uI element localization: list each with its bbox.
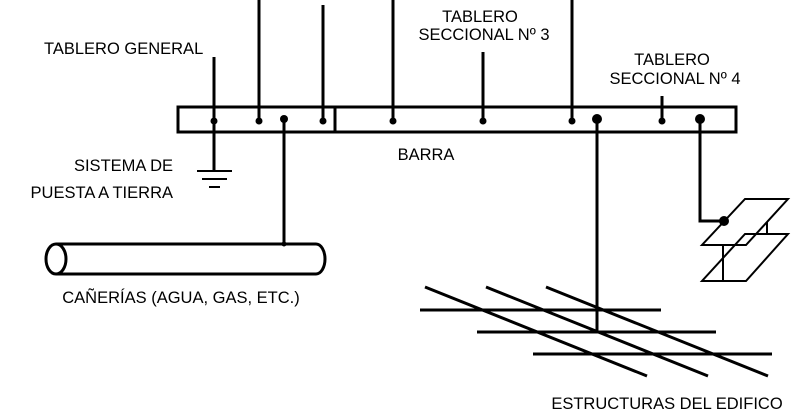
feeder-node-3 (389, 117, 397, 125)
label-tablero-4-line1: TABLERO (634, 51, 710, 69)
label-tablero-3-line1: TABLERO (442, 8, 518, 26)
label-canerias: CAÑERÍAS (AGUA, GAS, ETC.) (62, 287, 299, 307)
label-tablero-3-line2: SECCIONAL Nº 3 (418, 26, 549, 44)
label-barra: BARRA (398, 146, 455, 164)
ground-icon (197, 170, 232, 188)
feeder-node-1 (255, 117, 263, 125)
label-tierra-line1: SISTEMA DE (74, 157, 173, 175)
feeder-node-2 (319, 117, 327, 125)
label-tablero-4-line2: SECCIONAL Nº 4 (609, 70, 740, 88)
steel-beam-icon (699, 198, 791, 282)
tablero-3-node (479, 117, 487, 125)
rebar-grid-icon (420, 285, 772, 378)
tablero-4-node (658, 117, 666, 125)
feeder-node-4 (568, 117, 576, 125)
beam-wire (698, 119, 724, 223)
label-tierra-line2: PUESTA A TIERRA (31, 184, 173, 202)
label-tablero-general: TABLERO GENERAL (44, 40, 203, 58)
bus-bar-right (333, 105, 738, 134)
pipe-icon (44, 242, 327, 276)
label-estructuras: ESTRUCTURAS DEL EDIFICO (551, 395, 782, 413)
